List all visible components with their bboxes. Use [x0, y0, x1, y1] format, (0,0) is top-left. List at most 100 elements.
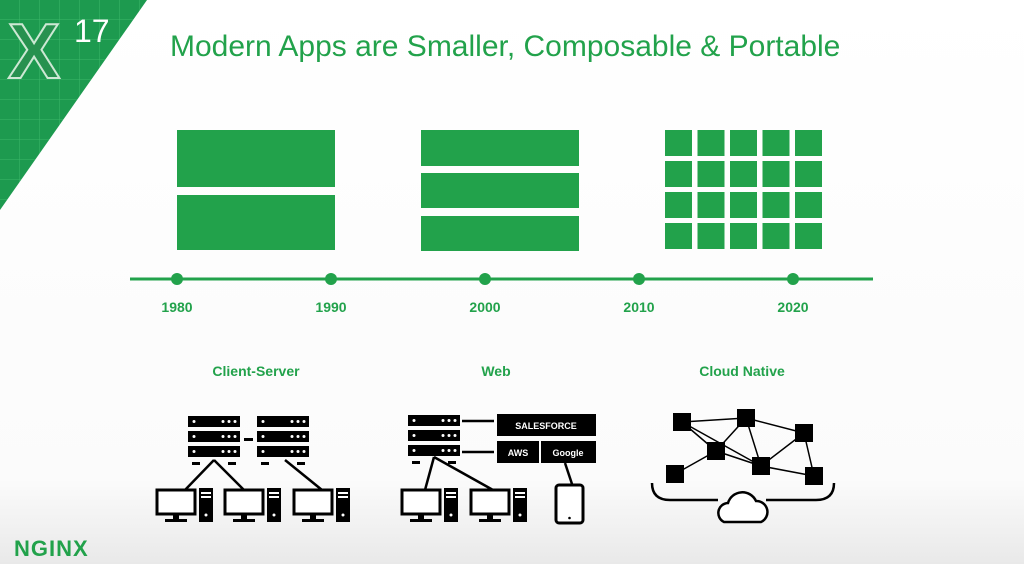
tablet-button — [568, 516, 571, 520]
event-badge: X 17 — [0, 0, 147, 210]
year-label: 1980 — [161, 299, 193, 315]
grid-cell — [665, 130, 692, 156]
server-light — [290, 450, 294, 453]
monitor — [155, 488, 197, 516]
server-unit — [257, 416, 309, 427]
service-node — [707, 442, 725, 460]
server-icon — [257, 416, 309, 465]
grid-cell — [697, 130, 725, 156]
server-unit — [188, 431, 240, 442]
google-label: Google — [553, 448, 584, 458]
tower-slot — [269, 492, 279, 494]
grid-cell — [697, 223, 725, 249]
tower-slot — [338, 496, 348, 498]
tower-slot — [338, 492, 348, 494]
year-label: 1990 — [315, 299, 347, 315]
tower-slot — [515, 496, 525, 498]
grid-cell — [730, 130, 757, 156]
server-light — [412, 419, 416, 422]
monolith-blocks — [177, 130, 335, 250]
connection-line — [433, 455, 494, 492]
tower-button — [272, 513, 276, 517]
server-foot — [261, 462, 269, 465]
grid-cell — [730, 192, 757, 218]
grid-cell — [762, 223, 790, 249]
server-light — [302, 435, 306, 438]
server-light — [447, 434, 451, 437]
service-node — [737, 409, 755, 427]
grid-cell — [665, 192, 692, 218]
computer-icon — [223, 488, 281, 522]
year-label: 2020 — [777, 299, 809, 315]
tower-slot — [446, 492, 456, 494]
monitor-base — [302, 519, 324, 522]
slide-title: Modern Apps are Smaller, Composable & Po… — [170, 30, 841, 63]
era-label-client-server: Client-Server — [212, 363, 300, 379]
grid-cell — [665, 161, 692, 187]
connection-line — [184, 459, 215, 491]
server-foot — [448, 461, 456, 464]
server-light — [227, 420, 231, 423]
computer-icon — [155, 488, 213, 522]
monitor — [469, 488, 511, 516]
web-blocks — [421, 130, 579, 251]
monitor-stand — [241, 515, 247, 520]
server-light — [221, 450, 225, 453]
server-light — [453, 434, 457, 437]
server-light — [221, 420, 225, 423]
monitor-stand — [310, 515, 316, 520]
nginx-logo: NGINX — [14, 536, 89, 561]
server-light — [233, 450, 237, 453]
web-services: SALESFORCE AWS Google — [497, 414, 596, 463]
server-foot — [412, 461, 420, 464]
server-unit — [408, 415, 460, 426]
server-light — [227, 435, 231, 438]
connection-line — [423, 456, 436, 491]
tablet-icon — [554, 483, 585, 525]
server-light — [447, 449, 451, 452]
grid-cell — [730, 161, 757, 187]
monitor — [400, 488, 442, 516]
year-label: 2010 — [623, 299, 655, 315]
service-node — [805, 467, 823, 485]
server-unit — [257, 446, 309, 457]
server-foot — [192, 462, 200, 465]
tower-slot — [446, 496, 456, 498]
badge-letter: X — [8, 7, 60, 95]
server-light — [412, 434, 416, 437]
grid-cell — [795, 161, 822, 187]
grid-cell — [665, 223, 692, 249]
node-link — [681, 417, 747, 423]
service-node — [666, 465, 684, 483]
tower-slot — [201, 496, 211, 498]
grid-cell — [795, 223, 822, 249]
monitor — [223, 488, 265, 516]
server-unit — [188, 416, 240, 427]
grid-cell — [795, 130, 822, 156]
grid-cell — [697, 192, 725, 218]
server-light — [192, 450, 196, 453]
tower-slot — [269, 496, 279, 498]
server-light — [441, 449, 445, 452]
server-light — [302, 420, 306, 423]
server-light — [296, 450, 300, 453]
grid-cell — [795, 192, 822, 218]
server-light — [261, 450, 265, 453]
connection-line — [563, 462, 574, 485]
cloud-bracket — [650, 482, 836, 502]
tower-slot — [515, 492, 525, 494]
monitor-base — [165, 519, 187, 522]
aws-label: AWS — [508, 448, 529, 458]
year-label: 2000 — [469, 299, 501, 315]
server-unit — [408, 445, 460, 456]
monitor — [292, 488, 334, 516]
server-light — [290, 420, 294, 423]
server-unit — [188, 446, 240, 457]
computer-icon — [292, 488, 350, 522]
grid-cell — [762, 192, 790, 218]
cloud-icon — [717, 491, 769, 524]
server-light — [233, 435, 237, 438]
monitor-stand — [487, 515, 493, 520]
server-foot — [228, 462, 236, 465]
